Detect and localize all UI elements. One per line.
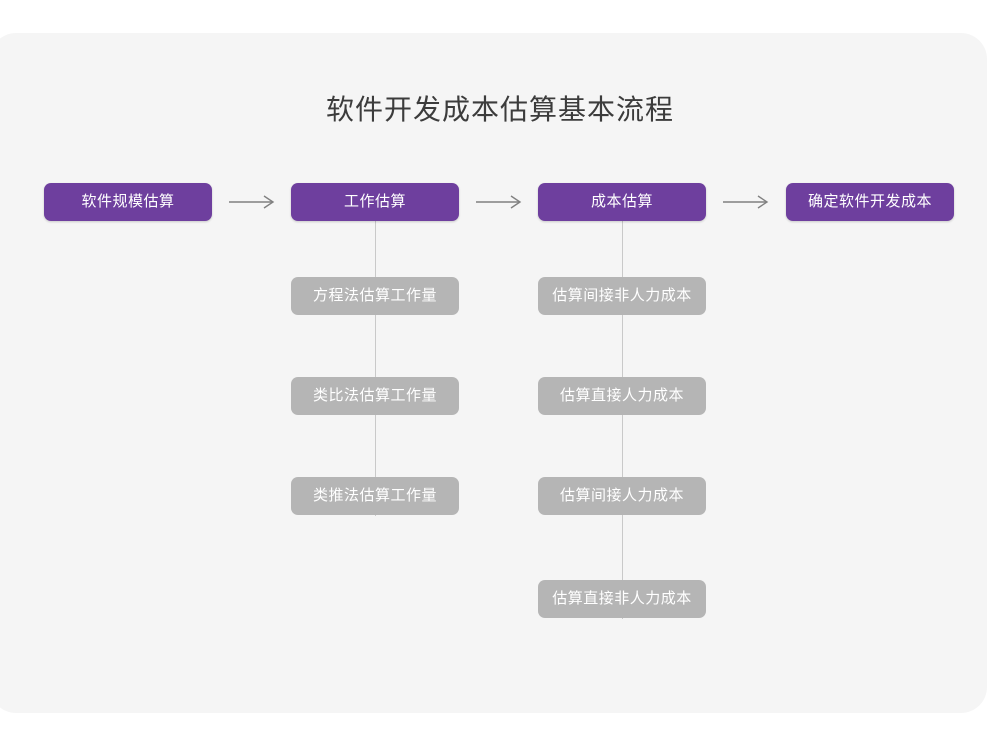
branch-node-label: 类比法估算工作量 [312,387,437,404]
flow-node-software-scale-estimation[interactable]: 软件规模估算 [44,183,212,221]
flow-node-label: 软件规模估算 [81,193,175,210]
connector-line-cost-estimation [622,216,623,619]
flow-node-label: 成本估算 [590,193,653,210]
branch-node-analogy-method-workload[interactable]: 类比法估算工作量 [291,377,459,415]
branch-node-label: 方程法估算工作量 [312,287,437,304]
branch-node-label: 估算直接人力成本 [559,387,684,404]
flow-node-cost-estimation[interactable]: 成本估算 [538,183,706,221]
arrow-1-icon [228,192,280,212]
arrow-2-icon [475,192,527,212]
branch-node-inference-method-workload[interactable]: 类推法估算工作量 [291,477,459,515]
page-title: 软件开发成本估算基本流程 [325,94,674,125]
branch-node-direct-non-labor-cost[interactable]: 估算直接非人力成本 [538,580,706,618]
flow-node-determine-development-cost[interactable]: 确定软件开发成本 [786,183,954,221]
flow-node-work-estimation[interactable]: 工作估算 [291,183,459,221]
branch-node-equation-method-workload[interactable]: 方程法估算工作量 [291,277,459,315]
branch-node-indirect-labor-cost[interactable]: 估算间接人力成本 [538,477,706,515]
branch-node-direct-labor-cost[interactable]: 估算直接人力成本 [538,377,706,415]
flow-node-label: 确定软件开发成本 [807,193,932,210]
diagram-card [0,33,987,713]
branch-node-indirect-non-labor-cost[interactable]: 估算间接非人力成本 [538,277,706,315]
flow-node-label: 工作估算 [343,193,406,210]
branch-node-label: 估算间接非人力成本 [552,287,692,304]
arrow-3-icon [722,192,774,212]
branch-node-label: 估算间接人力成本 [559,487,684,504]
connector-line-work-estimation [375,216,376,516]
branch-node-label: 类推法估算工作量 [312,487,437,504]
branch-node-label: 估算直接非人力成本 [552,590,692,607]
